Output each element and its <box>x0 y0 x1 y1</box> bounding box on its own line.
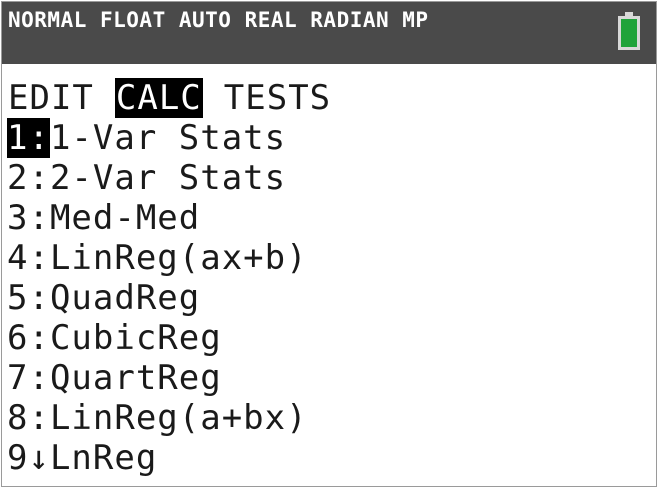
battery-body <box>618 16 640 50</box>
menu-item-quadreg[interactable]: 5:QuadReg <box>7 278 656 318</box>
menu-item-linreg-abx[interactable]: 8:LinReg(a+bx) <box>7 398 656 438</box>
tab-calc[interactable]: CALC <box>114 78 203 118</box>
menu-item-lnreg[interactable]: 9↓LnReg <box>7 438 656 478</box>
menu-item-label: 2-Var Stats <box>49 158 287 198</box>
menu-item-label: LinReg(a+bx) <box>49 398 308 438</box>
menu-item-med-med[interactable]: 3:Med-Med <box>7 198 656 238</box>
tab-edit[interactable]: EDIT <box>8 78 94 118</box>
menu-item-number: 4: <box>7 238 50 278</box>
menu-item-linreg-axb[interactable]: 4:LinReg(ax+b) <box>7 238 656 278</box>
menu-item-number: 9↓ <box>7 438 50 478</box>
menu-item-label: LnReg <box>49 438 158 478</box>
menu-item-number: 7: <box>7 358 50 398</box>
menu-item-label: CubicReg <box>49 318 222 358</box>
menu-item-label: 1-Var Stats <box>49 118 287 158</box>
menu-item-label: Med-Med <box>49 198 201 238</box>
tab-tests[interactable]: TESTS <box>223 78 332 118</box>
battery-full-icon <box>618 12 640 50</box>
menu-item-number: 3: <box>7 198 50 238</box>
mode-status-text: NORMAL FLOAT AUTO REAL RADIAN MP <box>8 8 429 32</box>
menu-item-number: 1: <box>7 118 50 158</box>
menu-item-label: QuartReg <box>49 358 222 398</box>
menu-item-number: 6: <box>7 318 50 358</box>
menu-item-2-var-stats[interactable]: 2:2-Var Stats <box>7 158 656 198</box>
status-bar: NORMAL FLOAT AUTO REAL RADIAN MP <box>2 2 656 64</box>
menu-item-number: 5: <box>7 278 50 318</box>
menu-item-label: LinReg(ax+b) <box>49 238 308 278</box>
stat-menu: EDIT CALC TESTS 1:1-Var Stats 2:2-Var Stat… <box>7 78 656 478</box>
menu-item-quartreg[interactable]: 7:QuartReg <box>7 358 656 398</box>
menu-tabs: EDIT CALC TESTS <box>7 78 656 118</box>
menu-item-number: 2: <box>7 158 50 198</box>
menu-item-label: QuadReg <box>49 278 201 318</box>
menu-item-1-var-stats[interactable]: 1:1-Var Stats <box>7 118 656 158</box>
menu-item-cubicreg[interactable]: 6:CubicReg <box>7 318 656 358</box>
battery-fill <box>621 19 637 47</box>
menu-item-number: 8: <box>7 398 50 438</box>
battery-cap <box>625 12 633 16</box>
